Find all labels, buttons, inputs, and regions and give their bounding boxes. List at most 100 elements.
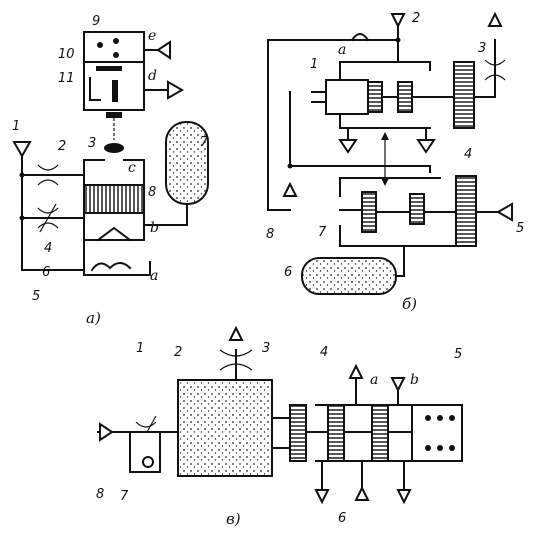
lower-body (339, 177, 457, 247)
check-valve-ball (142, 456, 154, 468)
label-4: 4 (320, 345, 328, 360)
tank-line (395, 245, 405, 277)
label-1: 1 (136, 341, 144, 356)
left-supply-line (267, 39, 291, 211)
relay-upper-block (83, 31, 145, 63)
upper-stem (311, 91, 455, 103)
label-b: b (150, 220, 159, 236)
label-10: 10 (58, 47, 75, 62)
contact-dot (437, 415, 443, 421)
label-1: 1 (12, 119, 20, 134)
junction-dot (19, 172, 25, 178)
valve-3 (104, 143, 124, 153)
triangle-8 (282, 181, 298, 197)
caption-a: а) (86, 309, 101, 327)
tank-2 (177, 379, 273, 477)
label-9: 9 (92, 14, 100, 29)
relay-stem (271, 417, 413, 449)
label-4: 4 (464, 147, 472, 162)
output-triangle-3 (487, 11, 503, 27)
label-11: 11 (58, 71, 75, 86)
throttle-3-icon (219, 349, 253, 371)
label-5: 5 (454, 347, 462, 362)
label-a: a (150, 268, 158, 284)
membrane-middle (371, 404, 389, 462)
bellows-left (289, 404, 307, 462)
channel (89, 77, 101, 101)
contact-dot (449, 445, 455, 451)
output-triangle-3 (228, 325, 244, 341)
upper-body (339, 61, 431, 129)
exhaust-triangle (338, 139, 358, 154)
contact-dot (425, 445, 431, 451)
label-8: 8 (266, 227, 274, 242)
valve-stem (112, 80, 118, 102)
diagram-a: 9 10 11 e d 3 c 8 b a 7 1 2 4 6 5 а) (12, 14, 209, 327)
label-7: 7 (318, 225, 327, 240)
label-8: 8 (96, 487, 104, 502)
label-2: 2 (174, 345, 182, 360)
feedback-line (289, 91, 431, 173)
membrane-lower (409, 193, 425, 225)
membrane-5 (90, 262, 132, 272)
label-6: 6 (42, 265, 50, 280)
lower-stem (339, 209, 457, 213)
membrane-upper (397, 81, 413, 113)
arrow-head (381, 178, 389, 186)
label-2: 2 (412, 11, 420, 26)
coupling (106, 112, 122, 118)
membrane-4 (327, 404, 345, 462)
label-4: 4 (44, 241, 52, 256)
label-1: 1 (310, 57, 318, 72)
label-a: a (338, 42, 346, 58)
arrow-head (381, 132, 389, 140)
relay-body (315, 404, 463, 462)
tank-line (143, 203, 188, 226)
contact-dot (425, 415, 431, 421)
nozzle-dot (97, 42, 103, 48)
nozzle-dot (113, 52, 119, 58)
port-triangle-a (348, 363, 364, 379)
bellows-1 (325, 79, 369, 115)
label-3: 3 (478, 41, 486, 56)
label-b: b (410, 372, 419, 388)
membrane-upper (367, 81, 383, 113)
supply-triangle-e (156, 40, 171, 60)
caption-b: б) (402, 295, 417, 313)
label-5: 5 (32, 289, 40, 304)
label-7: 7 (200, 135, 209, 150)
supply-line-left (21, 149, 85, 271)
label-3: 3 (88, 136, 96, 151)
label-5: 5 (516, 221, 524, 236)
contact-dot (437, 445, 443, 451)
label-8: 8 (148, 185, 156, 200)
supply-triangle-5 (495, 202, 513, 222)
junction-dot (19, 215, 25, 221)
membrane-7 (361, 191, 377, 233)
label-d: d (148, 68, 157, 84)
diagram-b: 2 a 1 3 4 5 7 8 6 б) (266, 11, 524, 313)
label-a: a (370, 372, 378, 388)
supply-triangle-2 (390, 13, 406, 29)
junction-dot (395, 37, 401, 43)
upper-chamber-c (83, 159, 145, 186)
throttle-3-icon (484, 59, 506, 81)
supply-line-2 (267, 39, 399, 63)
throttle-2-icon (37, 164, 59, 186)
exhaust-triangle (314, 489, 330, 505)
nozzle-dot (113, 38, 119, 44)
tank-6 (301, 257, 397, 295)
adjust-arrow (39, 203, 57, 233)
junction-dot (287, 163, 293, 169)
supply-triangle-6 (354, 485, 370, 501)
caption-c: в) (226, 510, 241, 528)
bellows-8 (83, 184, 145, 214)
label-7: 7 (120, 489, 129, 504)
exhaust-triangle (396, 489, 412, 505)
label-c: c (128, 160, 136, 176)
bridge-a (350, 33, 370, 42)
exhaust-triangle (416, 139, 436, 154)
output-line-3 (473, 39, 496, 98)
